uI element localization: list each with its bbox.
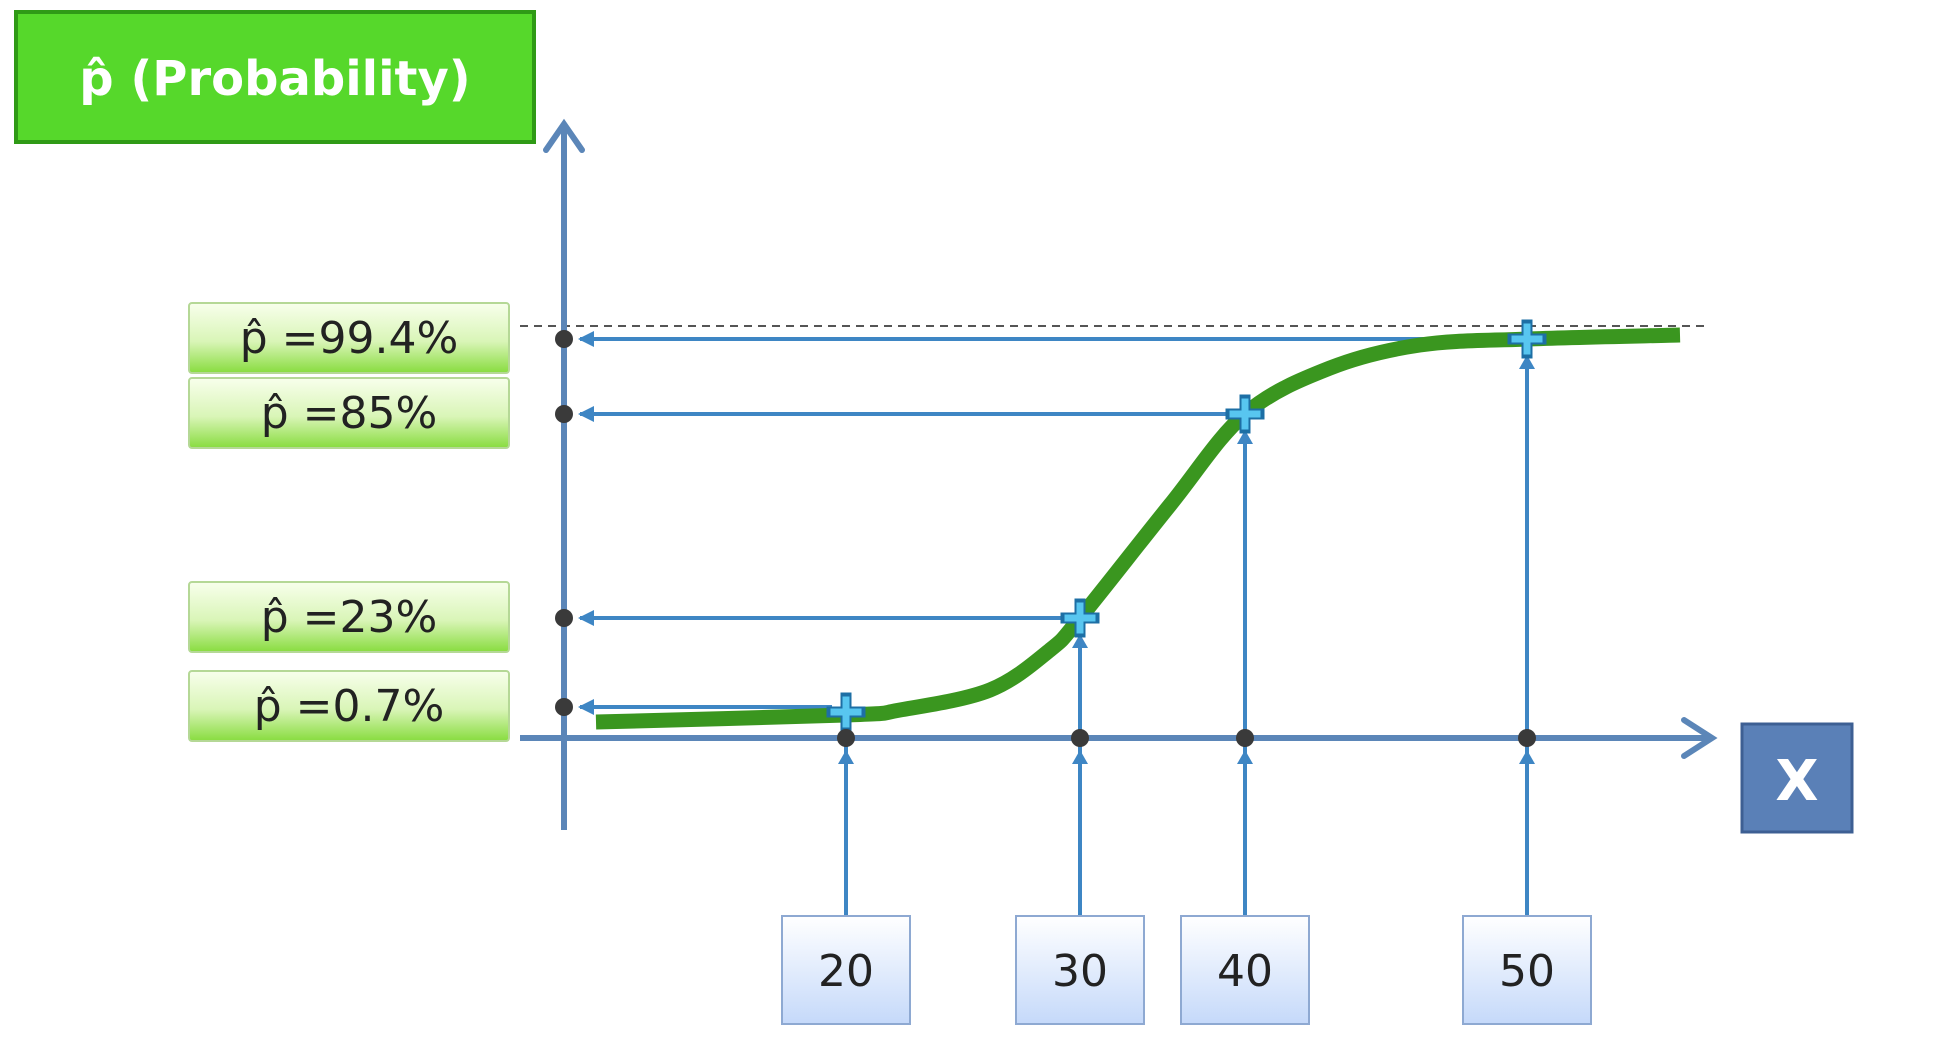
y-axis [543,118,585,830]
x-value-box [1462,915,1592,1025]
axis-arrowhead-20 [838,750,854,764]
horizontal-arrowhead-3 [578,331,594,347]
x-value-label: 40 [1217,946,1273,997]
vertical-arrowhead-50 [1519,355,1535,369]
plus-marker-icon [1225,394,1265,434]
probability-header: p̂ (Probability) [14,10,536,144]
x-axis-dot-30 [1071,729,1089,747]
axis-arrowhead-30 [1072,750,1088,764]
probability-box [188,581,510,653]
curve-markers [826,319,1547,732]
y-axis-dot-0 [555,698,573,716]
mapping-arrows [578,331,1535,918]
horizontal-arrowhead-2 [578,406,594,422]
x-value-label: 20 [818,946,874,997]
x-value-box [1180,915,1310,1025]
x-value-box [1015,915,1145,1025]
axis-dots [555,330,1536,747]
probability-label-boxes: p̂ =0.7% p̂ =23% p̂ =85% p̂ =99.4% [188,302,510,742]
probability-box [188,377,510,449]
x-value-label: 30 [1052,946,1108,997]
plus-marker-icon [1507,319,1547,359]
probability-label: p̂ =0.7% [254,681,445,732]
x-axis-arrowhead [1681,717,1718,759]
horizontal-arrowhead-0 [578,699,594,715]
axis-arrowhead-40 [1237,750,1253,764]
probability-label: p̂ =85% [261,388,438,439]
y-axis-dot-1 [555,609,573,627]
probability-label: p̂ =99.4% [240,313,459,364]
x-axis [520,717,1718,759]
axis-arrowhead-50 [1519,750,1535,764]
x-axis-dot-20 [837,729,855,747]
y-axis-dot-3 [555,330,573,348]
plus-marker-icon [826,692,866,732]
header-box [14,10,536,144]
x-axis-label: X [1775,749,1818,814]
header-label: p̂ (Probability) [79,51,470,107]
x-axis-dot-50 [1518,729,1536,747]
x-value-label: 50 [1499,946,1555,997]
horizontal-arrowhead-1 [578,610,594,626]
probability-box [188,302,510,374]
plus-marker-icon [1060,598,1100,638]
x-axis-label-box: X [1740,722,1854,834]
x-axis-dot-40 [1236,729,1254,747]
probability-label: p̂ =23% [261,592,438,643]
y-axis-dot-2 [555,405,573,423]
vertical-arrowhead-40 [1237,430,1253,444]
y-axis-arrowhead [543,118,585,153]
x-value-box [781,915,911,1025]
sigmoid-curve [595,327,1681,730]
x-value-boxes: 20 30 40 50 [781,915,1592,1025]
vertical-arrowhead-30 [1072,634,1088,648]
probability-box [188,670,510,742]
